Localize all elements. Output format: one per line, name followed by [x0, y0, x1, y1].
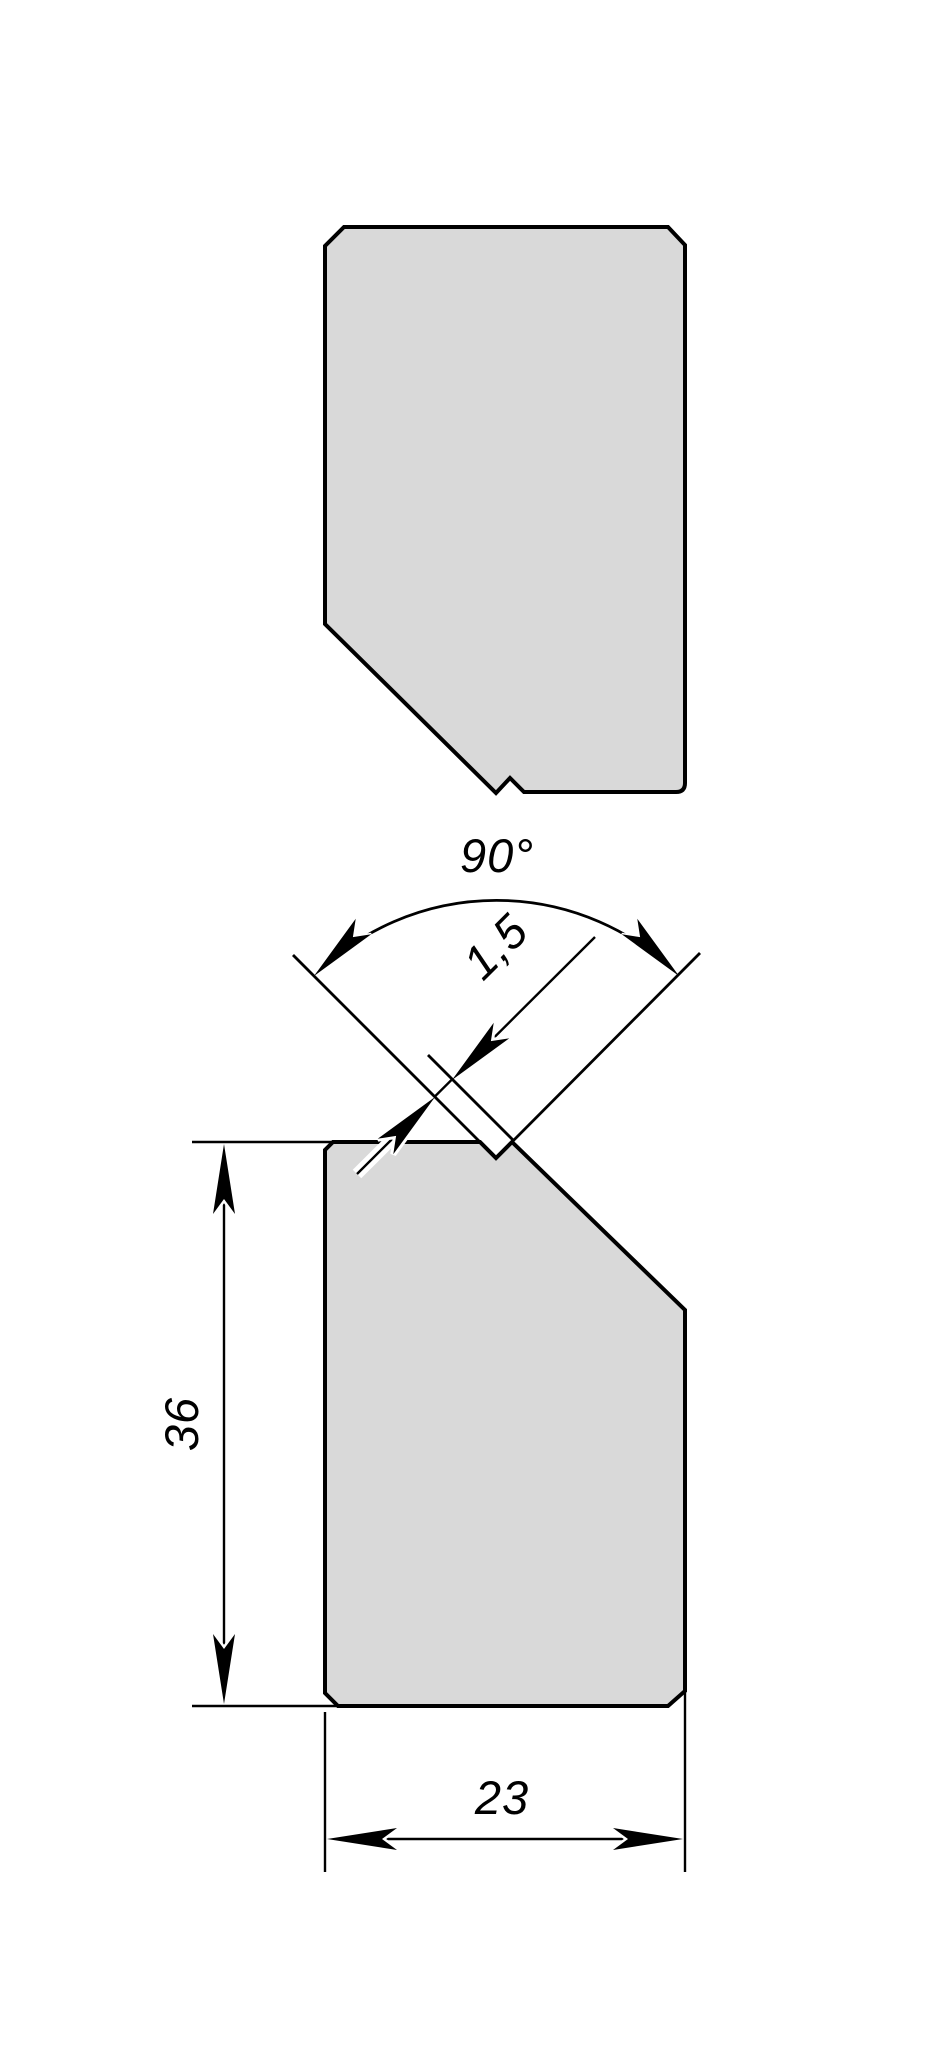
- bevel-face-extension: [427, 1054, 514, 1141]
- dim-label-height: 36: [155, 1397, 208, 1451]
- dim-height-36: [192, 1140, 362, 1708]
- dim-label-angle: 90°: [460, 829, 534, 882]
- arrowhead-arc-left-icon: [304, 917, 373, 986]
- dim-width-23: [323, 1315, 687, 1872]
- groove-extension-lines: [292, 952, 701, 1159]
- dim-label-width: 23: [474, 1771, 529, 1824]
- die-profile: [323, 1139, 687, 1708]
- groove-right-face-extension: [495, 952, 701, 1159]
- dim-angle-90: [304, 899, 689, 986]
- arrowhead-arc-right-icon: [620, 917, 689, 986]
- punch-profile: [323, 225, 687, 796]
- dim-label-land: 1,5: [452, 903, 538, 989]
- dim-land-1-5: [352, 932, 600, 1179]
- groove-left-face-extension: [292, 954, 497, 1159]
